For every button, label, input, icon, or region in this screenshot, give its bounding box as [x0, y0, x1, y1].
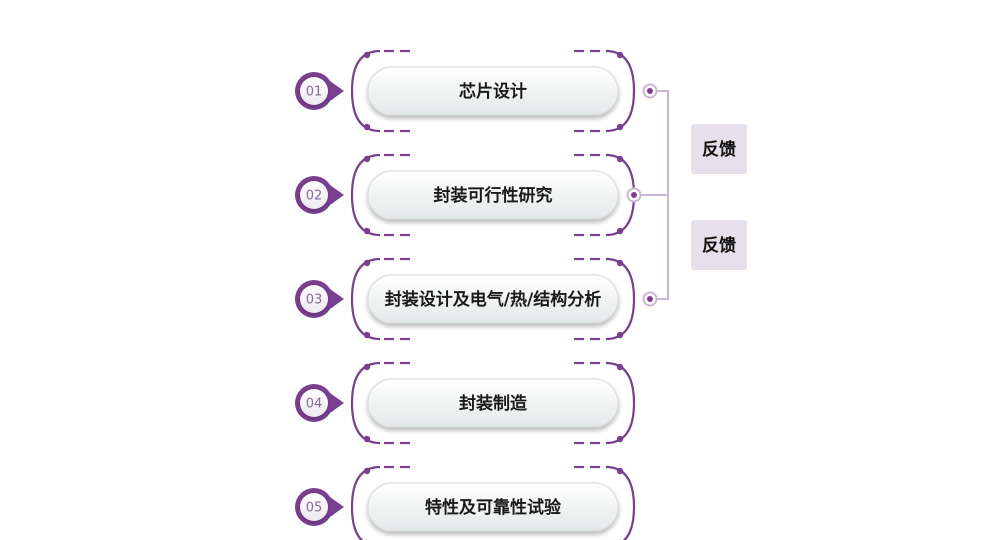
badge-pointer — [330, 289, 344, 309]
step-number: 01 — [306, 85, 323, 100]
feedback-node-dot — [647, 88, 653, 94]
step-2: 封装可行性研究 02 — [295, 153, 636, 237]
badge-face — [300, 493, 328, 521]
step-frame-dot — [363, 123, 371, 131]
step-number: 02 — [306, 189, 323, 204]
step-frame-dot — [616, 155, 624, 163]
step-frame-dot — [616, 331, 624, 339]
step-pill — [367, 274, 619, 324]
step-label: 特性及可靠性试验 — [425, 497, 562, 518]
step-label: 封装可行性研究 — [434, 185, 553, 206]
feedback-line — [640, 90, 669, 300]
feedback-box — [691, 220, 747, 270]
step-frame-dot — [363, 227, 371, 235]
step-frame-dot — [363, 363, 371, 371]
step-frame-dot — [616, 435, 624, 443]
step-frame-dot — [363, 467, 371, 475]
step-label: 封装制造 — [459, 393, 528, 414]
step-frame-dot — [363, 51, 371, 59]
step-1: 芯片设计 01 — [295, 49, 636, 133]
feedback-node-dot — [631, 192, 637, 198]
feedback-box — [691, 124, 747, 174]
step-number-badge: 01 — [295, 72, 344, 110]
feedback-box-2: 反馈 — [691, 220, 747, 270]
step-frame-dot — [616, 467, 624, 475]
badge-face — [300, 181, 328, 209]
step-frame-dot — [616, 227, 624, 235]
step-number: 03 — [306, 293, 323, 308]
step-pill — [367, 66, 619, 116]
badge-face — [300, 77, 328, 105]
badge-face — [300, 389, 328, 417]
badge-pointer — [330, 497, 344, 517]
step-label: 芯片设计 — [459, 81, 527, 102]
step-frame-dot — [363, 155, 371, 163]
step-frame-dot — [363, 259, 371, 267]
badge-pointer — [330, 393, 344, 413]
step-4: 封装制造 04 — [295, 361, 636, 445]
step-pill — [367, 482, 619, 532]
feedback-label: 反馈 — [702, 235, 736, 256]
step-frame-dot — [616, 363, 624, 371]
step-pill — [367, 378, 619, 428]
badge-pointer — [330, 185, 344, 205]
feedback-label: 反馈 — [702, 139, 736, 160]
step-frame-dot — [616, 51, 624, 59]
step-label: 封装设计及电气/热/结构分析 — [385, 289, 601, 310]
step-pill — [367, 170, 619, 220]
step-frame-dot — [363, 331, 371, 339]
badge-face — [300, 285, 328, 313]
step-number-badge: 03 — [295, 280, 344, 318]
step-5: 特性及可靠性试验 05 — [295, 465, 636, 540]
step-number-badge: 05 — [295, 488, 344, 526]
step-frame-dot — [616, 123, 624, 131]
step-number: 04 — [306, 397, 323, 412]
step-frame-dot — [616, 259, 624, 267]
step-number-badge: 04 — [295, 384, 344, 422]
badge-pointer — [330, 81, 344, 101]
feedback-node-dot — [647, 296, 653, 302]
feedback-box-1: 反馈 — [691, 124, 747, 174]
step-3: 封装设计及电气/热/结构分析 03 — [295, 257, 636, 341]
feedback-connectors — [626, 83, 669, 307]
step-number-badge: 02 — [295, 176, 344, 214]
step-number: 05 — [306, 501, 323, 516]
step-frame-dot — [363, 435, 371, 443]
